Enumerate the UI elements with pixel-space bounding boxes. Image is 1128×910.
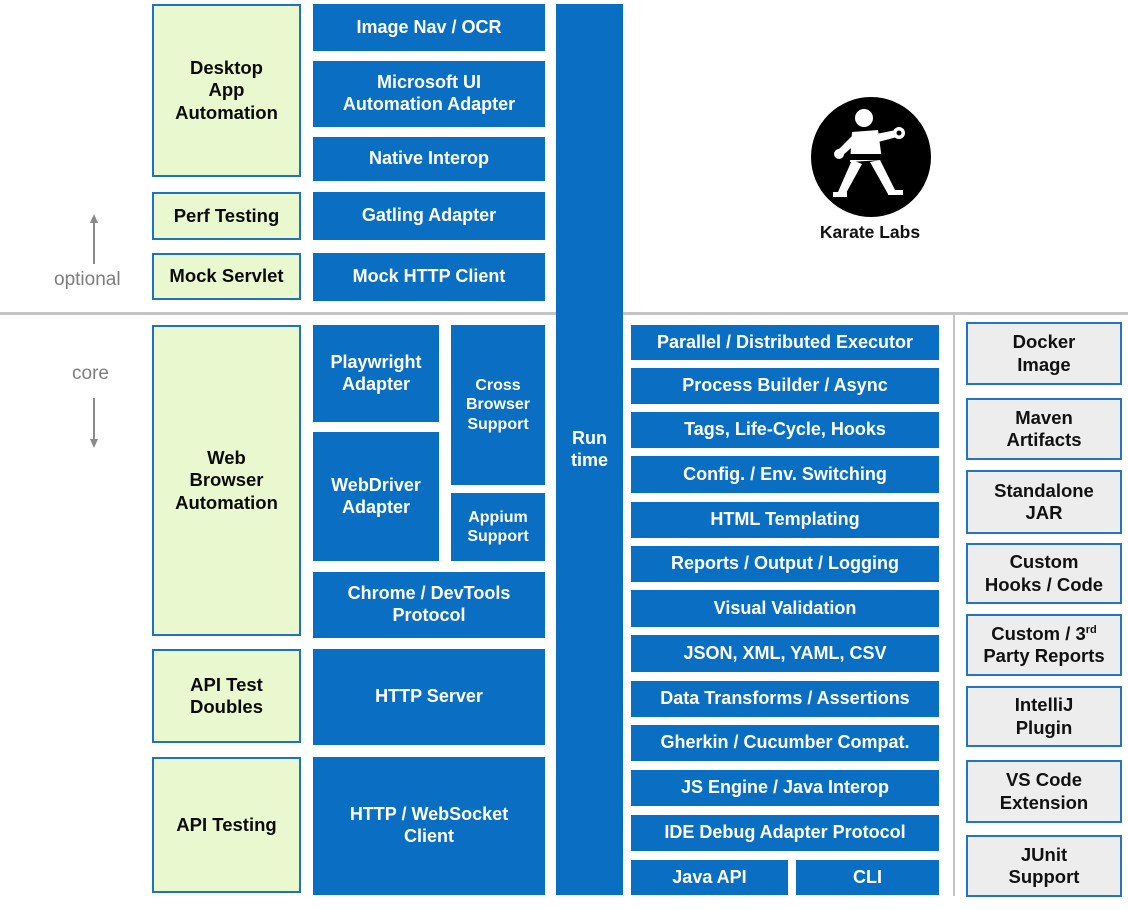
custom-3rd-party-reports: Custom / 3rd Party Reports	[966, 614, 1122, 676]
appium-support: Appium Support	[451, 493, 545, 561]
java-api: Java API	[631, 860, 788, 895]
docker-image: Docker Image	[966, 322, 1122, 385]
reports-text: Custom / 3rd Party Reports	[983, 622, 1105, 666]
junit-support: JUnit Support	[966, 835, 1122, 897]
core-label: core	[72, 363, 109, 384]
intellij-plugin: IntelliJ Plugin	[966, 686, 1122, 747]
feature-item: Process Builder / Async	[631, 368, 939, 404]
webdriver-adapter: WebDriver Adapter	[313, 432, 439, 561]
microsoft-ui-automation-adapter: Microsoft UI Automation Adapter	[313, 61, 545, 127]
feature-item: Parallel / Distributed Executor	[631, 325, 939, 360]
mock-http-client: Mock HTTP Client	[313, 253, 545, 301]
standalone-jar: Standalone JAR	[966, 470, 1122, 534]
runtime-column: Run time	[556, 4, 623, 895]
feature-item: HTML Templating	[631, 502, 939, 538]
desktop-app-automation: Desktop App Automation	[152, 4, 301, 177]
cli: CLI	[796, 860, 939, 895]
playwright-adapter: Playwright Adapter	[313, 325, 439, 422]
native-interop: Native Interop	[313, 137, 545, 181]
feature-item: JSON, XML, YAML, CSV	[631, 635, 939, 672]
karate-figure-icon	[811, 97, 931, 217]
cross-browser-support: Cross Browser Support	[451, 325, 545, 485]
vs-code-extension: VS Code Extension	[966, 760, 1122, 823]
feature-item: Config. / Env. Switching	[631, 456, 939, 493]
http-server: HTTP Server	[313, 649, 545, 745]
karate-labs-title: Karate Labs	[819, 222, 921, 242]
feature-item: Visual Validation	[631, 590, 939, 627]
feature-item: Data Transforms / Assertions	[631, 681, 939, 717]
feature-item: Reports / Output / Logging	[631, 546, 939, 582]
mock-servlet: Mock Servlet	[152, 253, 301, 300]
karate-labs-logo	[808, 94, 934, 225]
api-test-doubles: API Test Doubles	[152, 649, 301, 743]
right-column-divider	[953, 314, 955, 896]
arrow-down-icon	[90, 398, 98, 448]
chrome-devtools-protocol: Chrome / DevTools Protocol	[313, 572, 545, 638]
arrow-up-icon	[90, 214, 98, 264]
feature-item: JS Engine / Java Interop	[631, 770, 939, 806]
api-testing: API Testing	[152, 757, 301, 893]
optional-label: optional	[54, 269, 121, 290]
feature-item: Tags, Life-Cycle, Hooks	[631, 412, 939, 448]
http-websocket-client: HTTP / WebSocket Client	[313, 757, 545, 895]
image-nav-ocr: Image Nav / OCR	[313, 4, 545, 51]
web-browser-automation: Web Browser Automation	[152, 325, 301, 636]
feature-item: Gherkin / Cucumber Compat.	[631, 725, 939, 761]
gatling-adapter: Gatling Adapter	[313, 192, 545, 240]
feature-item: IDE Debug Adapter Protocol	[631, 815, 939, 851]
perf-testing: Perf Testing	[152, 192, 301, 240]
maven-artifacts: Maven Artifacts	[966, 398, 1122, 460]
custom-hooks-code: Custom Hooks / Code	[966, 543, 1122, 604]
